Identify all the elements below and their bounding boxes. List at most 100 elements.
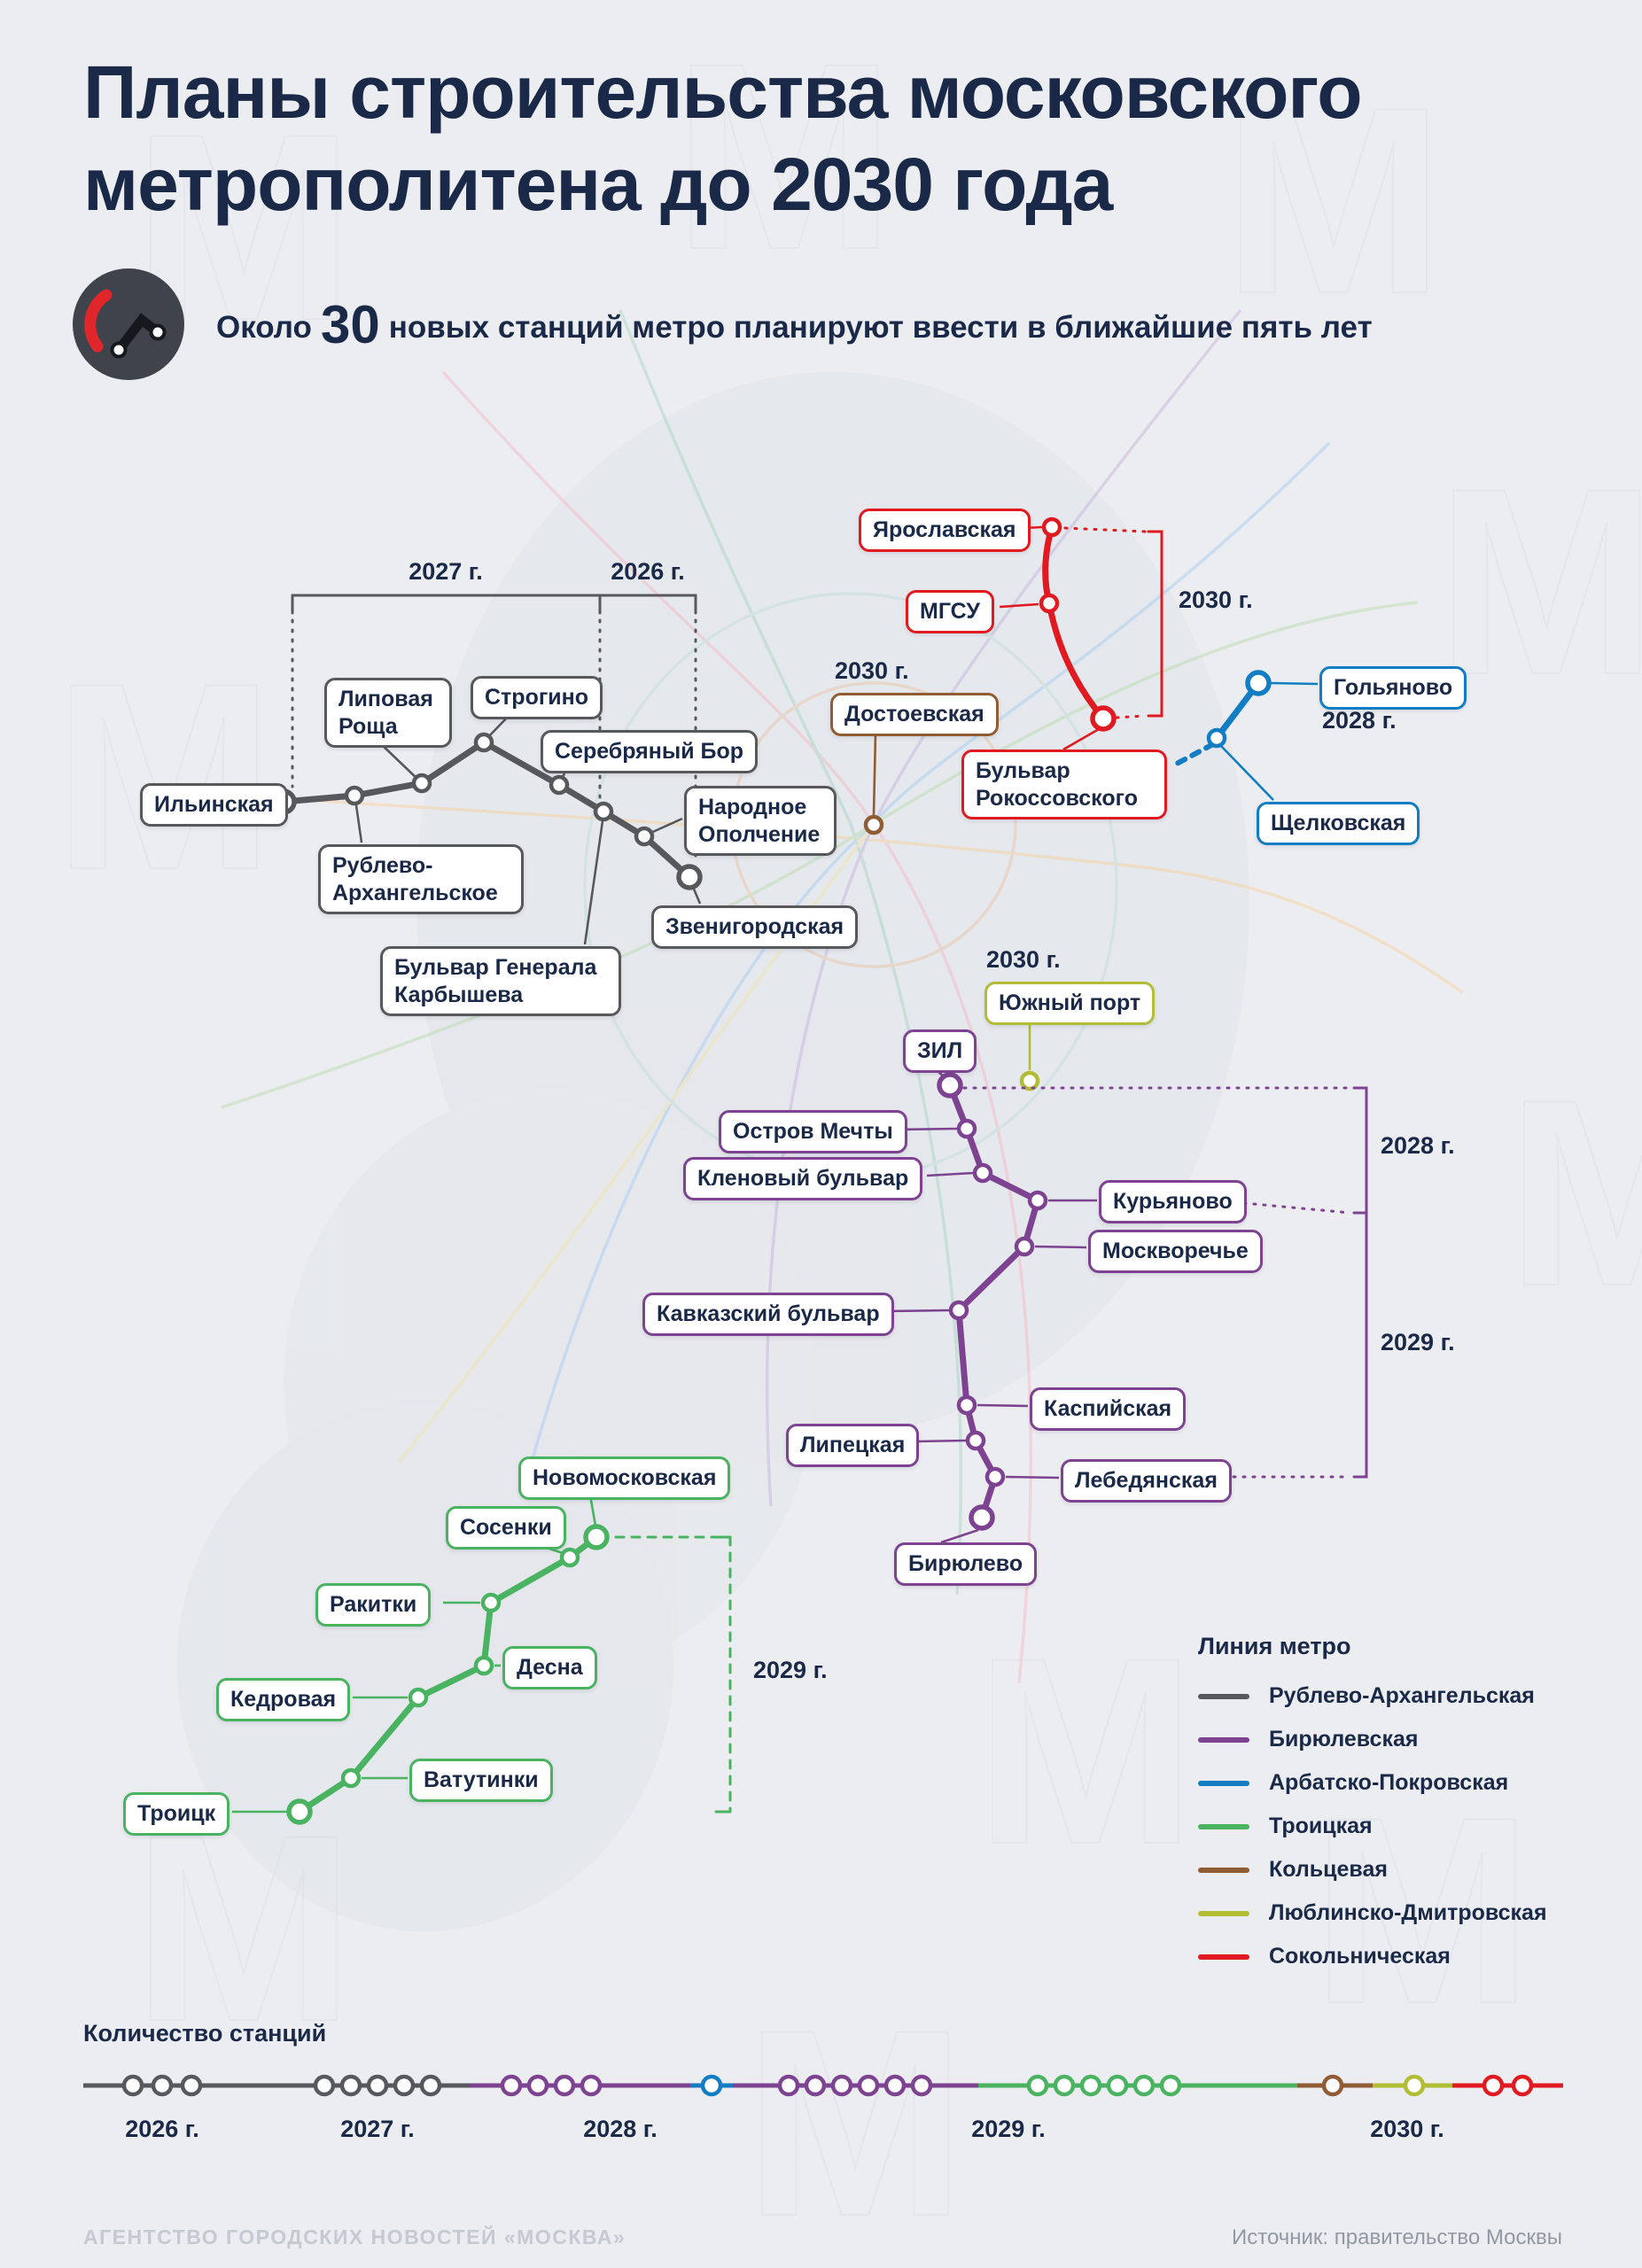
timeline-station-dot bbox=[804, 2074, 827, 2097]
line-troitskaya bbox=[232, 1495, 732, 1825]
biryul-connectors bbox=[885, 1068, 1097, 1544]
svg-text:М: М bbox=[1506, 1044, 1642, 1341]
timeline-station-dot bbox=[1403, 2074, 1426, 2097]
timeline-station-dot bbox=[180, 2074, 203, 2097]
legend-item-rublevo: Рублево-Архангельская bbox=[1198, 1683, 1547, 1709]
title-line-1: Планы строительства московского bbox=[83, 50, 1363, 134]
kolc-connector bbox=[872, 733, 877, 816]
terminus-dot bbox=[1245, 670, 1272, 696]
station-label-kaspiyskaya: Каспийская bbox=[1030, 1387, 1187, 1431]
station-label-lipetskaya: Липецкая bbox=[786, 1424, 920, 1467]
year-label-kolc-2030: 2030 г. bbox=[835, 657, 909, 684]
station-label-kuryanovo: Курьяново bbox=[1099, 1180, 1247, 1223]
timeline-strip bbox=[83, 2074, 1563, 2097]
legend-label: Бирюлевская bbox=[1269, 1727, 1419, 1751]
legend-item-sokolnicheskaya: Сокольническая bbox=[1198, 1944, 1547, 1969]
station-label-golyanovo: Гольяново bbox=[1319, 666, 1467, 710]
station-dot bbox=[1014, 1236, 1035, 1257]
timeline-station-dot bbox=[857, 2074, 880, 2097]
station-label-narodnoe-opolchenie: Народное Ополчение bbox=[684, 786, 837, 856]
timeline-2028-dots bbox=[500, 2074, 723, 2097]
timeline-2029-dots bbox=[777, 2074, 1182, 2097]
timeline-station-dot bbox=[580, 2074, 603, 2097]
terminus-dot bbox=[286, 1798, 313, 1825]
timeline-station-dot bbox=[910, 2074, 933, 2097]
station-label-zvenigorodskaya: Звенигородская bbox=[651, 905, 859, 949]
station-label-zil: ЗИЛ bbox=[903, 1029, 977, 1073]
station-label-yaroslavskaya: Ярославская bbox=[859, 509, 1031, 552]
year-label-rublevo-2027: 2027 г. bbox=[409, 558, 483, 585]
svg-text:М: М bbox=[744, 1974, 966, 2268]
arbat-connectors bbox=[1220, 681, 1319, 801]
legend-label: Арбатско-Покровская bbox=[1269, 1770, 1509, 1795]
terminus-dot bbox=[969, 1504, 995, 1531]
legend-label: Люблинско-Дмитровская bbox=[1269, 1900, 1547, 1925]
legend-item-troitskaya: Троицкая bbox=[1198, 1814, 1547, 1839]
terminus-dot bbox=[676, 864, 703, 890]
station-label-lipovaya-roscha: Липовая Роща bbox=[324, 678, 452, 748]
legend-label: Сокольническая bbox=[1269, 1944, 1451, 1969]
station-dot bbox=[473, 1655, 494, 1676]
station-dot bbox=[1039, 593, 1060, 614]
timeline-station-dot bbox=[777, 2074, 800, 2097]
bracket-red-2030 bbox=[1147, 530, 1163, 718]
station-label-bulvar-rokossovskogo: Бульвар Рокоссовского bbox=[961, 750, 1167, 819]
legend-item-koltsevaya: Кольцевая bbox=[1198, 1857, 1547, 1883]
svg-text:М: М bbox=[1436, 432, 1642, 730]
station-label-dostoevskaya: Достоевская bbox=[830, 693, 999, 736]
sokol-line-path bbox=[1042, 524, 1107, 722]
troick-connectors bbox=[232, 1495, 597, 1814]
station-dot bbox=[956, 1118, 977, 1139]
legend-title: Линия метро bbox=[1198, 1633, 1351, 1659]
timeline-station-dot bbox=[1053, 2074, 1076, 2097]
year-label-sokol-2030: 2030 г. bbox=[1179, 586, 1253, 613]
station-dot bbox=[634, 826, 655, 847]
station-dot bbox=[1041, 517, 1062, 538]
station-label-moskvorechye: Москворечье bbox=[1088, 1230, 1263, 1273]
line-sokolnicheskaya bbox=[999, 517, 1163, 751]
station-label-troitsk: Троицк bbox=[123, 1792, 230, 1836]
station-label-ilinskaya: Ильинская bbox=[140, 783, 288, 827]
legend-swatch-brown bbox=[1198, 1867, 1249, 1873]
station-dot bbox=[549, 774, 570, 796]
timeline-station-dot bbox=[1321, 2074, 1344, 2097]
timeline-station-dot bbox=[1079, 2074, 1102, 2097]
subtitle-count: 30 bbox=[320, 295, 380, 354]
timeline-station-dot bbox=[366, 2074, 389, 2097]
station-dot bbox=[972, 1162, 993, 1184]
timeline-station-dot bbox=[419, 2074, 442, 2097]
station-dot bbox=[473, 732, 494, 753]
timeline-station-dot bbox=[830, 2074, 853, 2097]
line-arbatsko-pokrovskaya bbox=[1174, 670, 1319, 801]
station-label-sosenki: Сосенки bbox=[446, 1506, 566, 1550]
station-label-biryulevo: Бирюлево bbox=[894, 1542, 1038, 1586]
bracket-purple bbox=[1352, 1086, 1368, 1479]
subtitle-rest: новых станций метро планируют ввести в б… bbox=[388, 310, 1373, 345]
metro-map-icon bbox=[73, 268, 184, 384]
timeline-year-2030: 2030 г. bbox=[1370, 2116, 1444, 2142]
legend-item-biryulevskaya: Бирюлевская bbox=[1198, 1727, 1547, 1752]
station-dot bbox=[956, 1394, 977, 1416]
station-label-novomoskovskaya: Новомосковская bbox=[518, 1456, 731, 1500]
timeline-station-dot bbox=[883, 2074, 907, 2097]
timeline-2027-dots bbox=[313, 2074, 442, 2097]
timeline-year-2026: 2026 г. bbox=[125, 2116, 199, 2142]
station-dot bbox=[863, 814, 884, 835]
station-label-kedrovaya: Кедровая bbox=[216, 1678, 351, 1721]
year-label-troick-2029: 2029 г. bbox=[753, 1657, 828, 1683]
year-label-lyubl-2030: 2030 г. bbox=[986, 946, 1061, 973]
timeline-station-dot bbox=[339, 2074, 362, 2097]
legend-swatch-olive bbox=[1198, 1910, 1249, 1916]
timeline-station-dot bbox=[700, 2074, 723, 2097]
line-lyublinsko-dmitrovskaya bbox=[1019, 1022, 1040, 1091]
terminus-dot bbox=[937, 1072, 963, 1099]
station-label-serebryany-bor: Серебряный Бор bbox=[541, 730, 759, 773]
line-koltsevaya bbox=[863, 733, 884, 835]
sokol-connectors bbox=[999, 525, 1100, 751]
timeline-station-dot bbox=[1159, 2074, 1182, 2097]
station-dot bbox=[408, 1687, 429, 1708]
station-label-bulvar-karbysheva: Бульвар Генерала Карбышева bbox=[380, 946, 621, 1016]
